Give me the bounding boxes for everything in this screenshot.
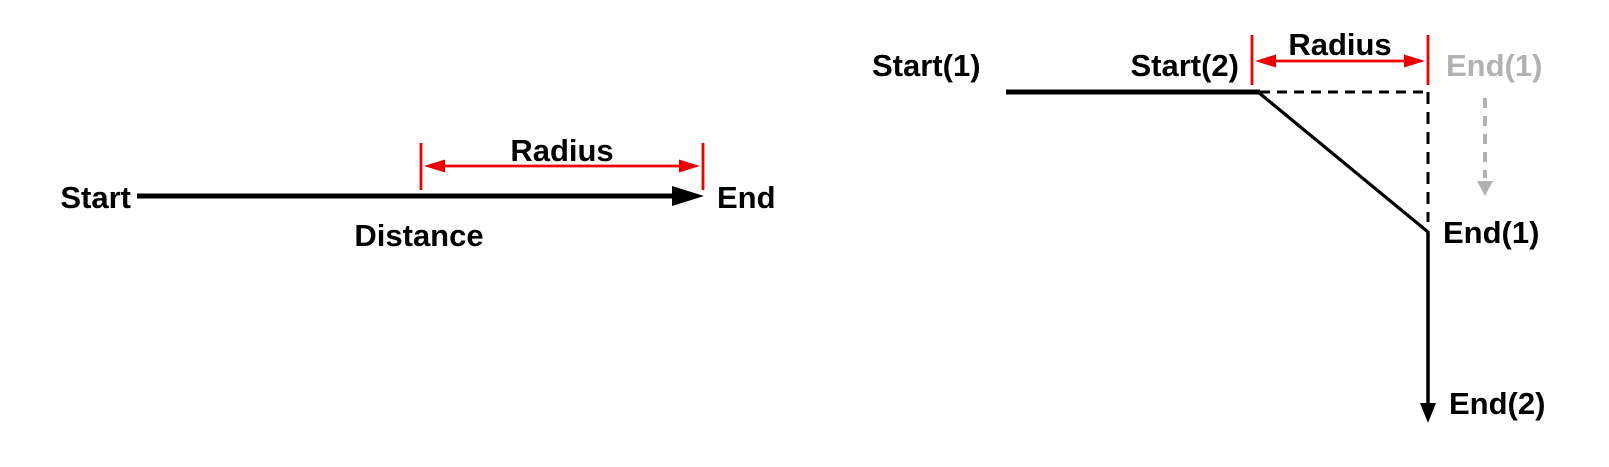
- radius-label: Radius: [1288, 27, 1391, 62]
- radius-left-arrowhead-icon: [424, 159, 445, 173]
- left-diagram-straight-path: Start End Radius Distance: [60, 133, 775, 253]
- radius-right-arrowhead-icon: [1404, 54, 1425, 68]
- start-label: Start: [60, 180, 131, 215]
- start1-label: Start(1): [872, 48, 981, 83]
- start2-label: Start(2): [1130, 48, 1239, 83]
- radius-right-arrowhead-icon: [679, 159, 700, 173]
- ghost-drop-arrowhead-icon: [1477, 181, 1493, 196]
- radius-left-arrowhead-icon: [1255, 54, 1276, 68]
- descent-transition-line: [1256, 90, 1430, 234]
- end2-arrowhead-icon: [1420, 403, 1436, 423]
- distance-label: Distance: [354, 218, 483, 253]
- end1-label: End(1): [1443, 215, 1539, 250]
- radius-label: Radius: [510, 133, 613, 168]
- end2-label: End(2): [1449, 386, 1545, 421]
- end-label: End: [717, 180, 776, 215]
- end-arrowhead-icon: [672, 186, 704, 206]
- right-diagram-segmented-path: Start(1) Start(2) Radius End(1) End(1): [872, 27, 1545, 423]
- ghost-end1-label: End(1): [1446, 48, 1542, 83]
